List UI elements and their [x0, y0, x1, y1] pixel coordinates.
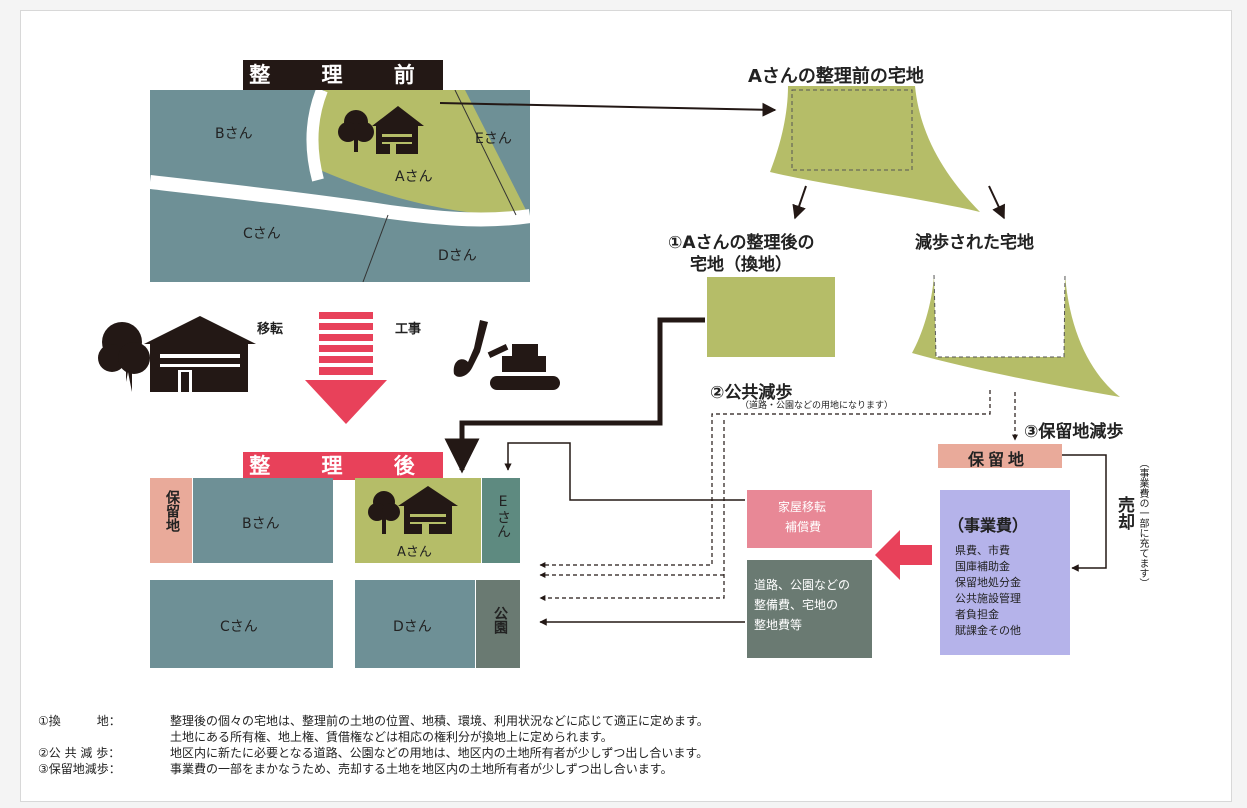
parcel-d-after [355, 580, 475, 668]
label-d-after: Dさん [393, 619, 432, 635]
public-reduction-note: （道路・公園などの用地になります） [740, 401, 894, 411]
compensation-box [747, 490, 872, 548]
parcel-a-before [315, 90, 530, 218]
definition-term-3: ③保留地減歩： [38, 762, 121, 776]
exchanged-lot [707, 277, 835, 357]
a-before-shape [770, 86, 980, 212]
definition-text-3: 事業費の一部をまかなうため、売却する土地を地区内の土地所有者が少しずつ出し合いま… [170, 762, 673, 776]
road-upper [306, 90, 328, 182]
project-cost-item-4: 者負担金 [955, 608, 999, 621]
project-cost-item-1: 国庫補助金 [955, 560, 1010, 573]
reserve-label-after: 保留地 [164, 490, 180, 532]
project-cost-item-5: 賦課金その他 [955, 624, 1021, 637]
reserve-land-box-label: 保留地 [968, 450, 1029, 469]
a-after-title-2: 宅地（換地） [690, 255, 792, 275]
before-banner: 整 理 前 [243, 60, 443, 90]
before-map [150, 90, 530, 282]
road-cost-line3: 整地費等 [754, 618, 803, 632]
parcel-c-after [150, 580, 333, 668]
label-b-after: Bさん [242, 516, 280, 532]
park-after [476, 580, 520, 668]
parcel-b-after [193, 478, 333, 563]
reserve-land-box [938, 444, 1062, 468]
reduced-title: 減歩された宅地 [915, 233, 1034, 253]
a-after-title-1: ①Aさんの整理後の [668, 233, 815, 253]
definition-text-1: 土地にある所有権、地上権、賃借権などは相応の権利分が換地上に定められます。 [170, 730, 613, 744]
reserve-reduction-title: ③保留地減歩 [1024, 422, 1124, 442]
definition-term-2: ②公 共 減 歩： [38, 746, 121, 760]
project-cost-item-3: 公共施設管理 [955, 592, 1021, 605]
label-e-before: Eさん [475, 131, 512, 147]
reduced-shape [912, 275, 1120, 397]
label-c-before: Cさん [243, 226, 281, 242]
a-before-title: Aさんの整理前の宅地 [748, 66, 924, 87]
label-c-after: Cさん [220, 619, 258, 635]
project-cost-title: （事業費） [948, 516, 1029, 535]
road-cost-box [747, 560, 872, 658]
down-arrow-icon [305, 312, 387, 424]
definition-text-0: 整理後の個々の宅地は、整理前の土地の位置、地積、環境、利用状況などに応じて適正に… [170, 714, 709, 728]
compensation-line1: 家屋移転 [778, 500, 827, 514]
large-house-with-tree-icon [98, 316, 256, 392]
work-label: 工事 [395, 322, 422, 337]
label-e-after: Eさん [495, 494, 511, 538]
road-cost-line1: 道路、公園などの [754, 578, 851, 592]
road-cost-line2: 整備費、宅地の [754, 598, 839, 612]
label-a-after: Aさん [397, 545, 432, 560]
reserve-land-after [150, 478, 192, 563]
public-reduction-title: ②公共減歩 [710, 383, 793, 403]
project-cost-item-2: 保留地処分金 [955, 576, 1021, 589]
sale-note: （事業費の一部に充てます） [1137, 458, 1148, 588]
road-curve [150, 175, 530, 227]
move-label: 移転 [257, 322, 284, 337]
label-d-before: Dさん [438, 248, 477, 264]
compensation-line2: 補償費 [785, 520, 822, 534]
project-cost-item-0: 県費、市費 [955, 544, 1010, 557]
after-banner: 整 理 後 [243, 452, 443, 480]
definition-term-0: ①換 地： [38, 714, 121, 728]
excavator-icon [453, 320, 560, 390]
sale-label: 売却 [1114, 496, 1134, 530]
house-with-tree-icon [338, 106, 424, 154]
park-label: 公園 [492, 606, 508, 634]
definition-text-2: 地区内に新たに必要となる道路、公園などの用地は、地区内の土地所有者が少しずつ出し… [170, 746, 709, 760]
label-a-before: Aさん [395, 169, 433, 185]
label-b-before: Bさん [215, 126, 253, 142]
project-cost-box [940, 490, 1070, 655]
small-house-with-tree-icon [368, 486, 458, 534]
